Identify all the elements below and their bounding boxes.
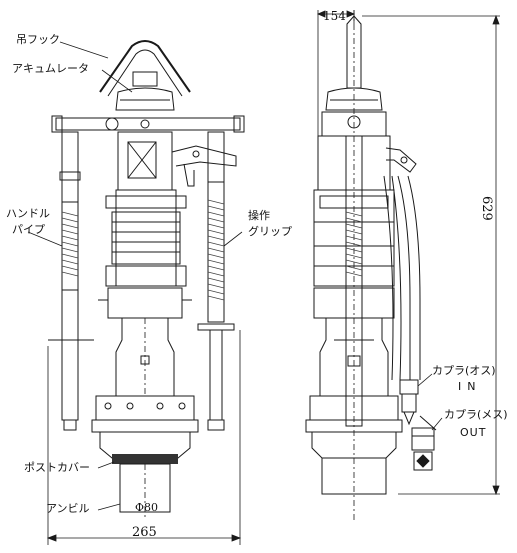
label-handle-pipe-line2: パイプ: [12, 223, 45, 236]
label-in: IN: [458, 380, 482, 393]
label-grip-line2: グリップ: [248, 225, 292, 238]
side-base: [305, 395, 403, 495]
label-out: OUT: [460, 426, 487, 439]
side-trigger: [385, 147, 417, 173]
trigger-lever: [171, 145, 237, 187]
dim-side-offset: 154: [323, 9, 346, 23]
valve-block: [117, 131, 173, 191]
side-view: [305, 10, 500, 520]
coupler-female: [411, 415, 437, 471]
lifting-hook: [99, 40, 191, 97]
left-pipe-spring: [61, 211, 79, 277]
dim-154-line: [316, 10, 356, 136]
base-flange: [91, 395, 199, 433]
label-anvil: アンビル: [46, 502, 90, 515]
side-accumulator: [325, 87, 383, 111]
left-handle-pipe: [48, 131, 94, 431]
top-crossbar: [51, 115, 245, 133]
dim-width-line: [46, 330, 242, 545]
post-cover: [99, 432, 191, 464]
label-handle-pipe-line1: ハンドル: [6, 207, 50, 220]
label-coupler-female: カプラ(メス): [444, 408, 508, 421]
right-grip: [197, 131, 235, 431]
label-post-cover: ポストカバー: [24, 461, 90, 474]
coupler-male: [399, 379, 419, 426]
cylinder-body: [98, 189, 192, 319]
side-handle-pipe: [334, 135, 374, 427]
side-body: [313, 111, 395, 397]
label-grip-line1: 操作: [248, 209, 270, 222]
side-top-rod: [346, 10, 362, 520]
side-pipe-spring: [345, 211, 363, 277]
front-leaders: [27, 41, 243, 511]
dim-629-line: [362, 14, 500, 496]
accumulator: [115, 71, 175, 111]
dim-anvil-diameter: Φ80: [135, 501, 159, 514]
front-view: [27, 40, 245, 545]
anvil: [119, 463, 171, 520]
hoses: [383, 175, 421, 381]
dim-height-total: 629: [479, 196, 494, 221]
dim-width-total: 265: [132, 525, 157, 540]
right-grip-spring: [207, 199, 225, 301]
label-hook: 吊フック: [16, 33, 60, 46]
lower-body: [115, 318, 175, 397]
side-leaders: [417, 373, 443, 431]
label-coupler-male: カプラ(オス): [432, 364, 496, 377]
label-accumulator: アキュムレータ: [12, 62, 89, 75]
